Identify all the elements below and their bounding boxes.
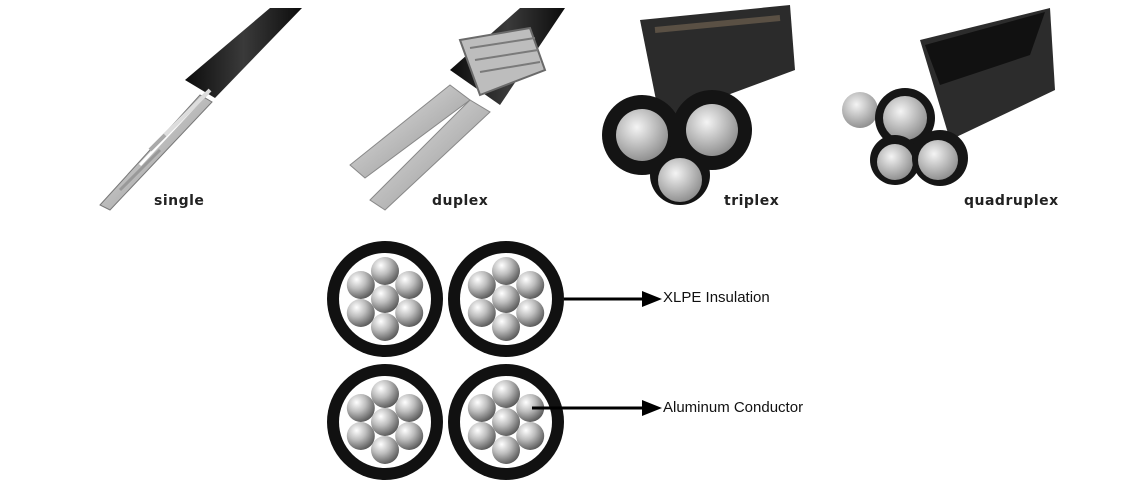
aluminum-strand [371,380,399,408]
single-cable-illustration [99,8,302,211]
aluminum-strand [516,422,545,450]
triplex-cable-illustration [602,5,795,205]
quadruplex-cable-illustration [842,8,1055,186]
conductor-top-right [448,241,564,357]
duplex-cable-illustration [349,8,565,211]
aluminum-strand [371,257,399,285]
aluminum-strand [346,299,375,327]
aluminum-conductor-label: Aluminum Conductor [663,399,804,416]
aluminum-strand [516,394,545,422]
aluminum-strand [371,285,399,313]
aluminum-strand [395,394,424,422]
duplex-label: duplex [432,193,489,209]
aluminum-strand [492,408,520,436]
xlpe-insulation-label: XLPE Insulation [663,289,770,306]
arrow-aluminum-conductor [532,400,662,416]
conductor-bottom-left [327,364,443,480]
arrow-xlpe-insulation [564,291,662,307]
aluminum-strand [395,299,424,327]
aluminum-strand [492,380,520,408]
cable-photo-duplex: duplex [340,0,580,220]
aluminum-strand [371,436,399,464]
aluminum-strand [346,422,375,450]
aluminum-strand [371,313,399,341]
aluminum-strand [346,394,375,422]
cable-photo-triplex: triplex [600,0,810,220]
aluminum-strand [467,271,496,299]
aluminum-strand [467,422,496,450]
cable-photo-single: single [80,0,320,220]
triplex-label: triplex [724,193,780,209]
aluminum-strand [371,408,399,436]
aluminum-strand [492,436,520,464]
aluminum-strand [492,313,520,341]
conductor-top-left [327,241,443,357]
quadruplex-label: quadruplex [964,193,1059,209]
single-label: single [154,193,205,209]
aluminum-strand [492,257,520,285]
aluminum-strand [467,394,496,422]
aluminum-strand [516,271,545,299]
aluminum-strand [346,271,375,299]
aluminum-strand [467,299,496,327]
aluminum-strand [395,422,424,450]
aluminum-strand [492,285,520,313]
aluminum-strand [516,299,545,327]
cable-photo-quadruplex: quadruplex [830,0,1070,220]
conductor-bottom-right [448,364,564,480]
cross-section-diagram [327,241,662,480]
aluminum-strand [395,271,424,299]
